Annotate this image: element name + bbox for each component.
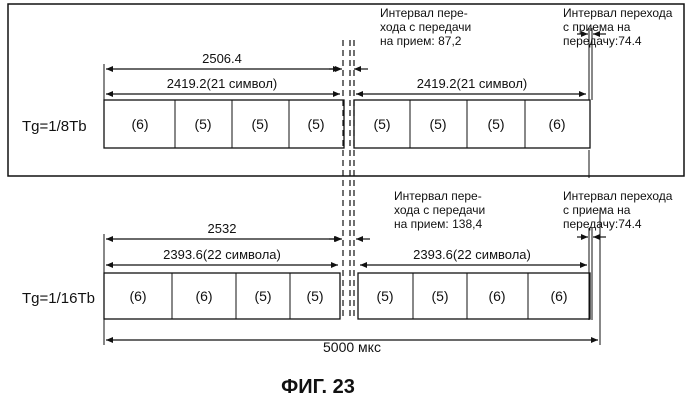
section1-cell-7: (5) — [487, 116, 504, 132]
section2-cell-2: (6) — [195, 288, 212, 304]
section1-timeline — [104, 100, 590, 148]
section1-total-label: 2506.4 — [202, 51, 242, 66]
section1-cell-8: (6) — [548, 116, 565, 132]
section2-cell-6: (5) — [431, 288, 448, 304]
section1-right-segment-label: 2419.2(21 символ) — [417, 76, 527, 91]
section1-right-label-line3: передачу:74.4 — [563, 34, 642, 48]
section2-cell-7: (6) — [488, 288, 505, 304]
section2-right-segment-label: 2393.6(22 символа) — [413, 247, 531, 262]
section2-cell-8: (6) — [550, 288, 567, 304]
section2-right-label-line3: передачу:74.4 — [563, 217, 642, 231]
section2-timeline — [104, 273, 590, 319]
section2-cell-4: (5) — [306, 288, 323, 304]
section1-left-segment-label: 2419.2(21 символ) — [167, 76, 277, 91]
section2-gap-label-line2: хода с передачи — [394, 203, 485, 217]
section2-cell-3: (5) — [254, 288, 271, 304]
section2-gap-label-line3: на прием: 138,4 — [394, 217, 482, 231]
section2-right-label-line2: с приема на — [563, 203, 631, 217]
section2-total-label: 2532 — [208, 221, 237, 236]
section1-right-label-line2: с приема на — [563, 20, 631, 34]
section1-cell-1: (6) — [131, 116, 148, 132]
section2-cell-5: (5) — [376, 288, 393, 304]
section1-cell-5: (5) — [373, 116, 390, 132]
section1-gap-label-line3: на прием: 87,2 — [380, 34, 462, 48]
section1-cell-6: (5) — [429, 116, 446, 132]
section2-right-label-line1: Интервал перехода — [563, 189, 673, 203]
total-duration-label: 5000 мкс — [323, 339, 381, 355]
section1-cell-3: (5) — [251, 116, 268, 132]
section1-cell-2: (5) — [194, 116, 211, 132]
section1-cell-4: (5) — [307, 116, 324, 132]
section1-tg-label: Tg=1/8Tb — [22, 118, 87, 135]
section2-left-segment-label: 2393.6(22 символа) — [163, 247, 281, 262]
section1-gap-label-line2: хода с передачи — [380, 20, 471, 34]
figure-caption: ФИГ. 23 — [281, 376, 355, 398]
section1-gap-label-line1: Интервал пере- — [380, 6, 468, 20]
section2-cell-1: (6) — [129, 288, 146, 304]
section1-right-label-line1: Интервал перехода — [563, 6, 673, 20]
section2-gap-label-line1: Интервал пере- — [394, 189, 482, 203]
section2-tg-label: Tg=1/16Tb — [22, 290, 95, 307]
